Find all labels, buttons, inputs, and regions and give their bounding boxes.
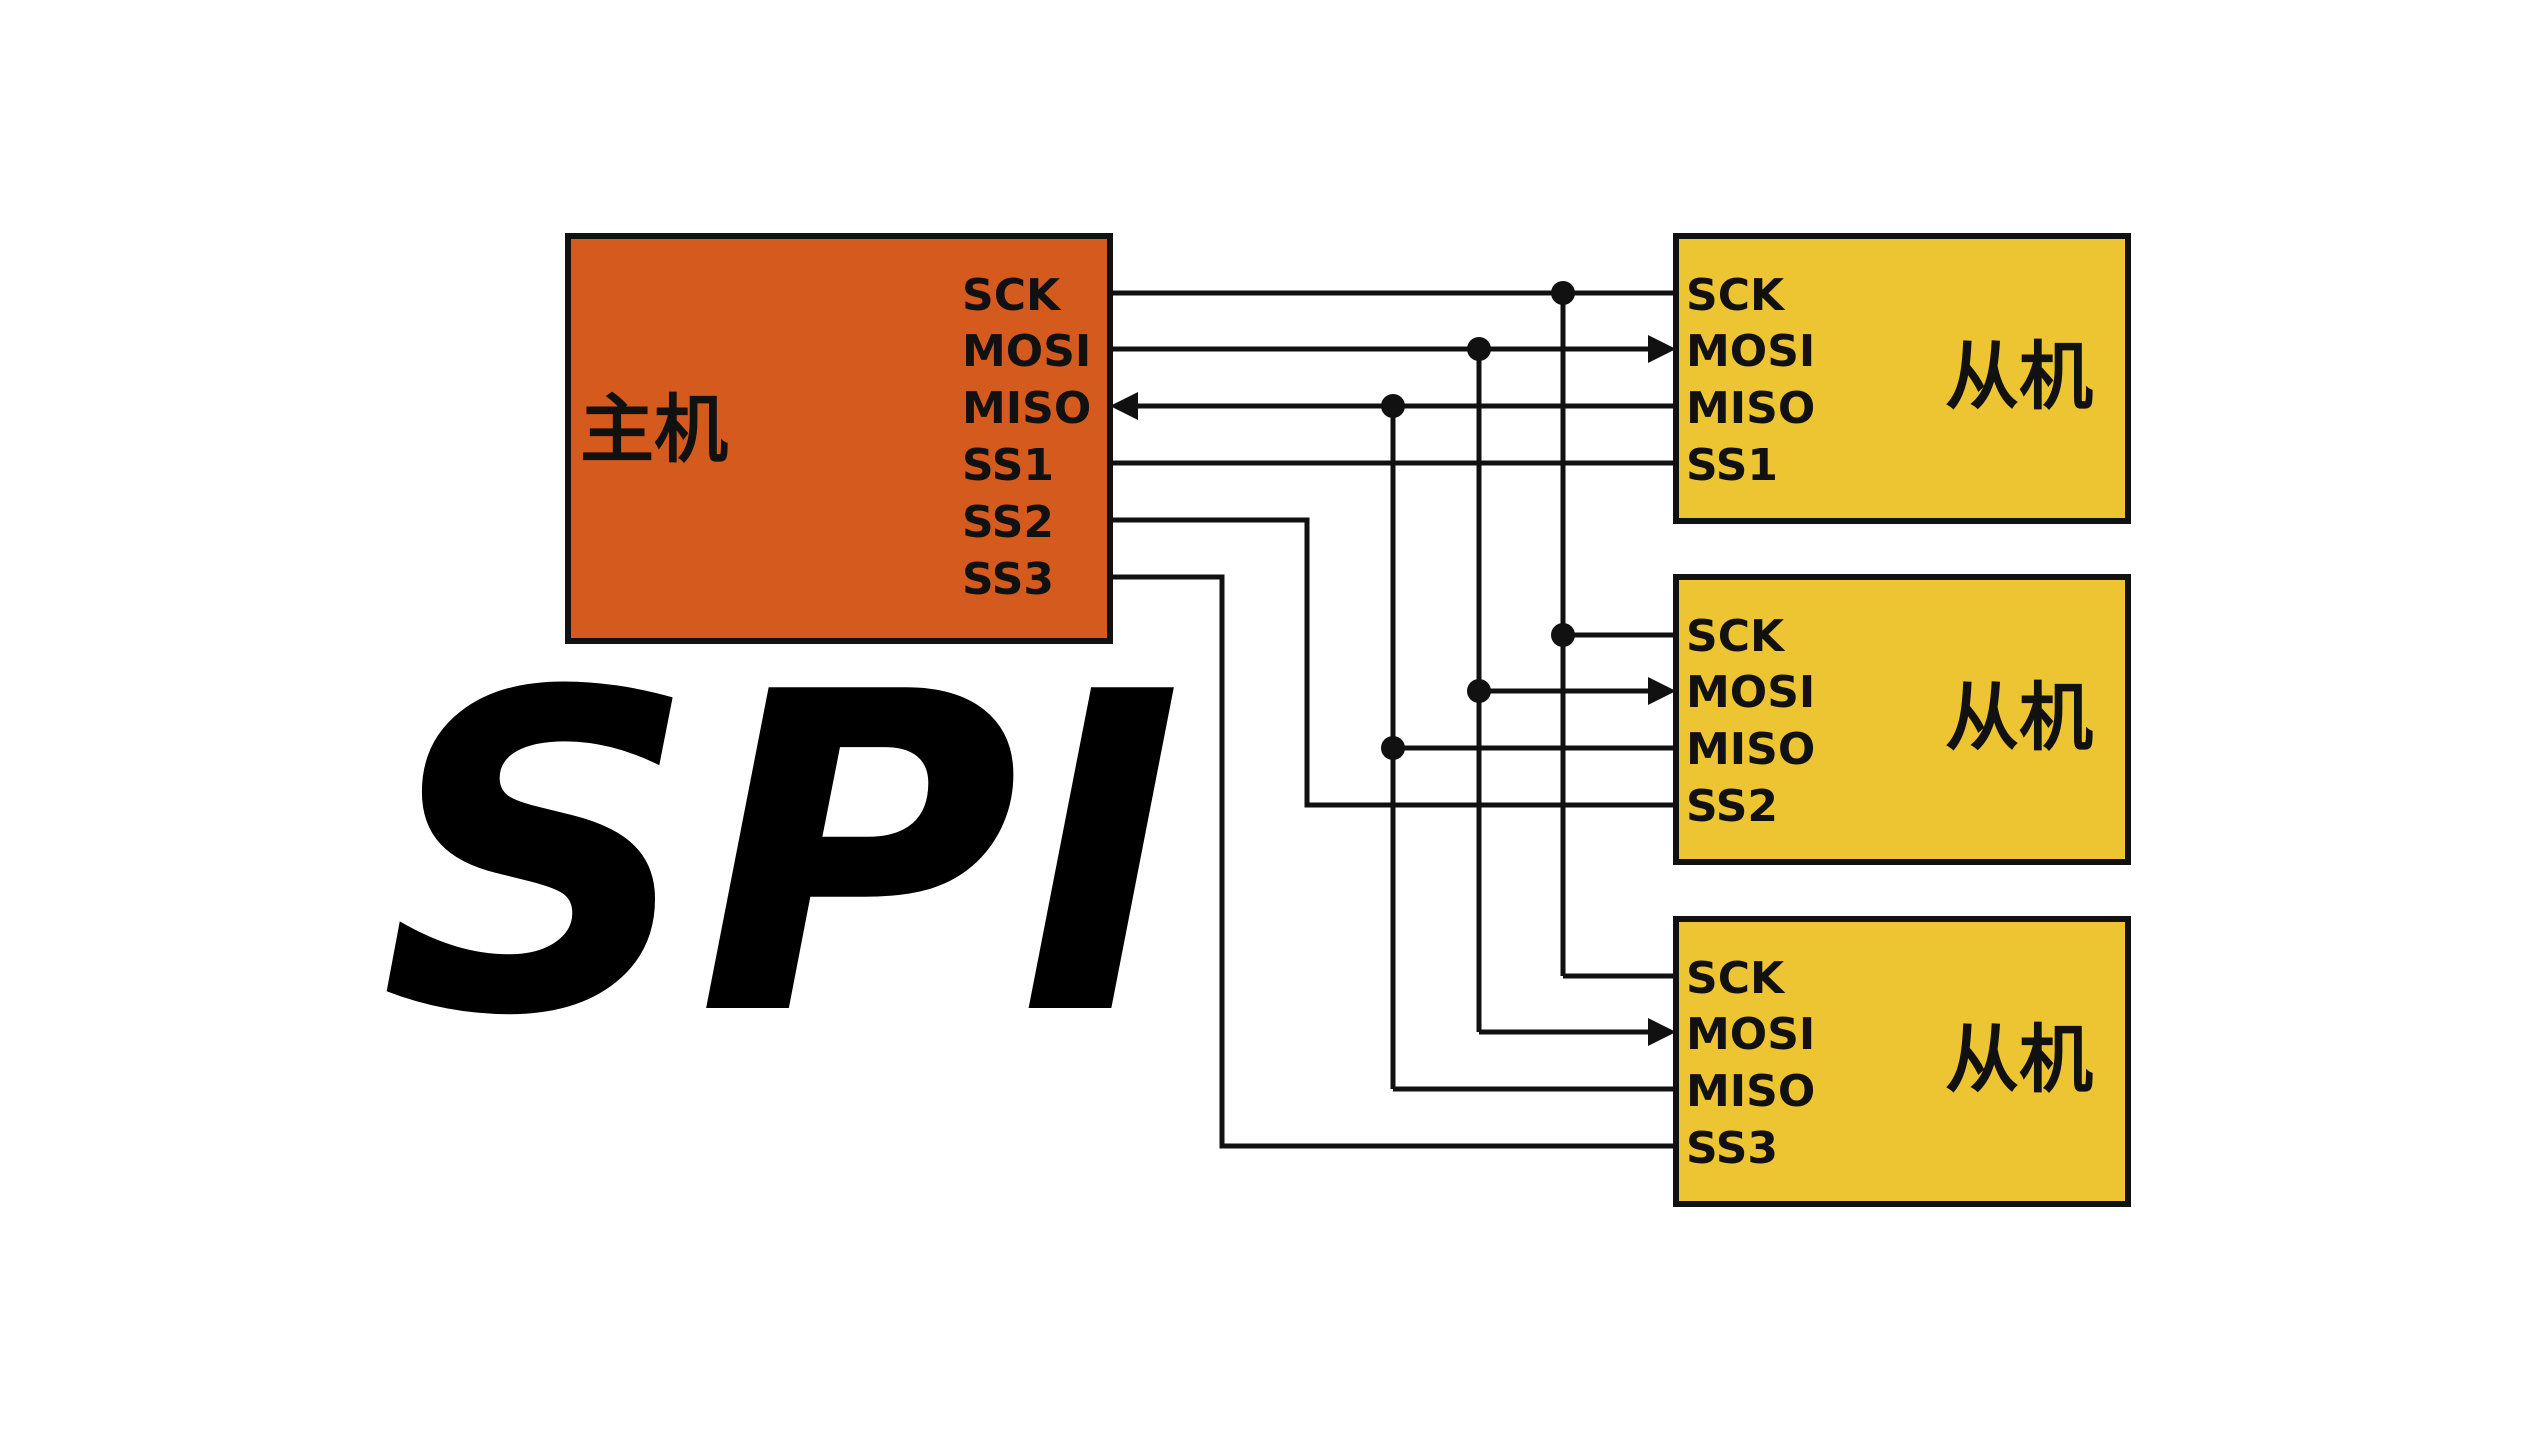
mosi-junction-2 xyxy=(1467,679,1491,703)
slave-device-1: SCK MOSI MISO SS1 从机 xyxy=(1673,233,2131,524)
slave-device-3: SCK MOSI MISO SS3 从机 xyxy=(1673,916,2131,1207)
sck-bus xyxy=(1110,281,1676,979)
ss2-wire xyxy=(1110,517,1676,808)
master-pin-ss2: SS2 xyxy=(962,497,1054,548)
mosi-bus xyxy=(1110,335,1676,1046)
slave3-pin-ss: SS3 xyxy=(1686,1123,1778,1174)
slave2-pin-miso: MISO xyxy=(1686,724,1815,775)
slave3-pin-mosi: MOSI xyxy=(1686,1009,1815,1060)
master-pin-sck: SCK xyxy=(962,270,1062,321)
spi-title: SPI xyxy=(380,600,1183,1112)
sck-junction-1 xyxy=(1551,281,1575,305)
slave3-pin-miso: MISO xyxy=(1686,1066,1815,1117)
slave1-pin-miso: MISO xyxy=(1686,383,1815,434)
slave2-pin-sck: SCK xyxy=(1686,611,1786,662)
sck-junction-2 xyxy=(1551,623,1575,647)
slave-box-3 xyxy=(1673,916,2131,1207)
master-label: 主机 xyxy=(580,387,728,473)
slave2-pin-mosi: MOSI xyxy=(1686,667,1815,718)
miso-arrow-master xyxy=(1110,392,1138,420)
master-pin-miso: MISO xyxy=(962,383,1091,434)
miso-junction-1 xyxy=(1381,394,1405,418)
master-pin-mosi: MOSI xyxy=(962,326,1091,377)
mosi-arrow-slave1 xyxy=(1648,335,1676,363)
mosi-arrow-slave3 xyxy=(1648,1018,1676,1046)
slave2-label: 从机 xyxy=(1945,675,2093,761)
miso-bus xyxy=(1110,392,1676,1092)
mosi-junction-1 xyxy=(1467,337,1491,361)
slave3-label: 从机 xyxy=(1945,1017,2093,1103)
ss3-wire xyxy=(1110,574,1676,1149)
mosi-arrow-slave2 xyxy=(1648,677,1676,705)
slave-box-2 xyxy=(1673,574,2131,865)
master-pin-ss1: SS1 xyxy=(962,440,1054,491)
slave3-pin-sck: SCK xyxy=(1686,953,1786,1004)
slave1-label: 从机 xyxy=(1945,334,2093,420)
slave1-pin-sck: SCK xyxy=(1686,270,1786,321)
slave-box-1 xyxy=(1673,233,2131,524)
slave2-pin-ss: SS2 xyxy=(1686,781,1778,832)
slave-device-2: SCK MOSI MISO SS2 从机 xyxy=(1673,574,2131,865)
miso-junction-2 xyxy=(1381,736,1405,760)
slave1-pin-ss: SS1 xyxy=(1686,440,1778,491)
slave1-pin-mosi: MOSI xyxy=(1686,326,1815,377)
ss-lines xyxy=(1110,460,1676,1149)
master-device: 主机 SCK MOSI MISO SS1 SS2 SS3 xyxy=(565,233,1113,644)
master-pin-ss3: SS3 xyxy=(962,554,1054,605)
master-box xyxy=(565,233,1113,644)
